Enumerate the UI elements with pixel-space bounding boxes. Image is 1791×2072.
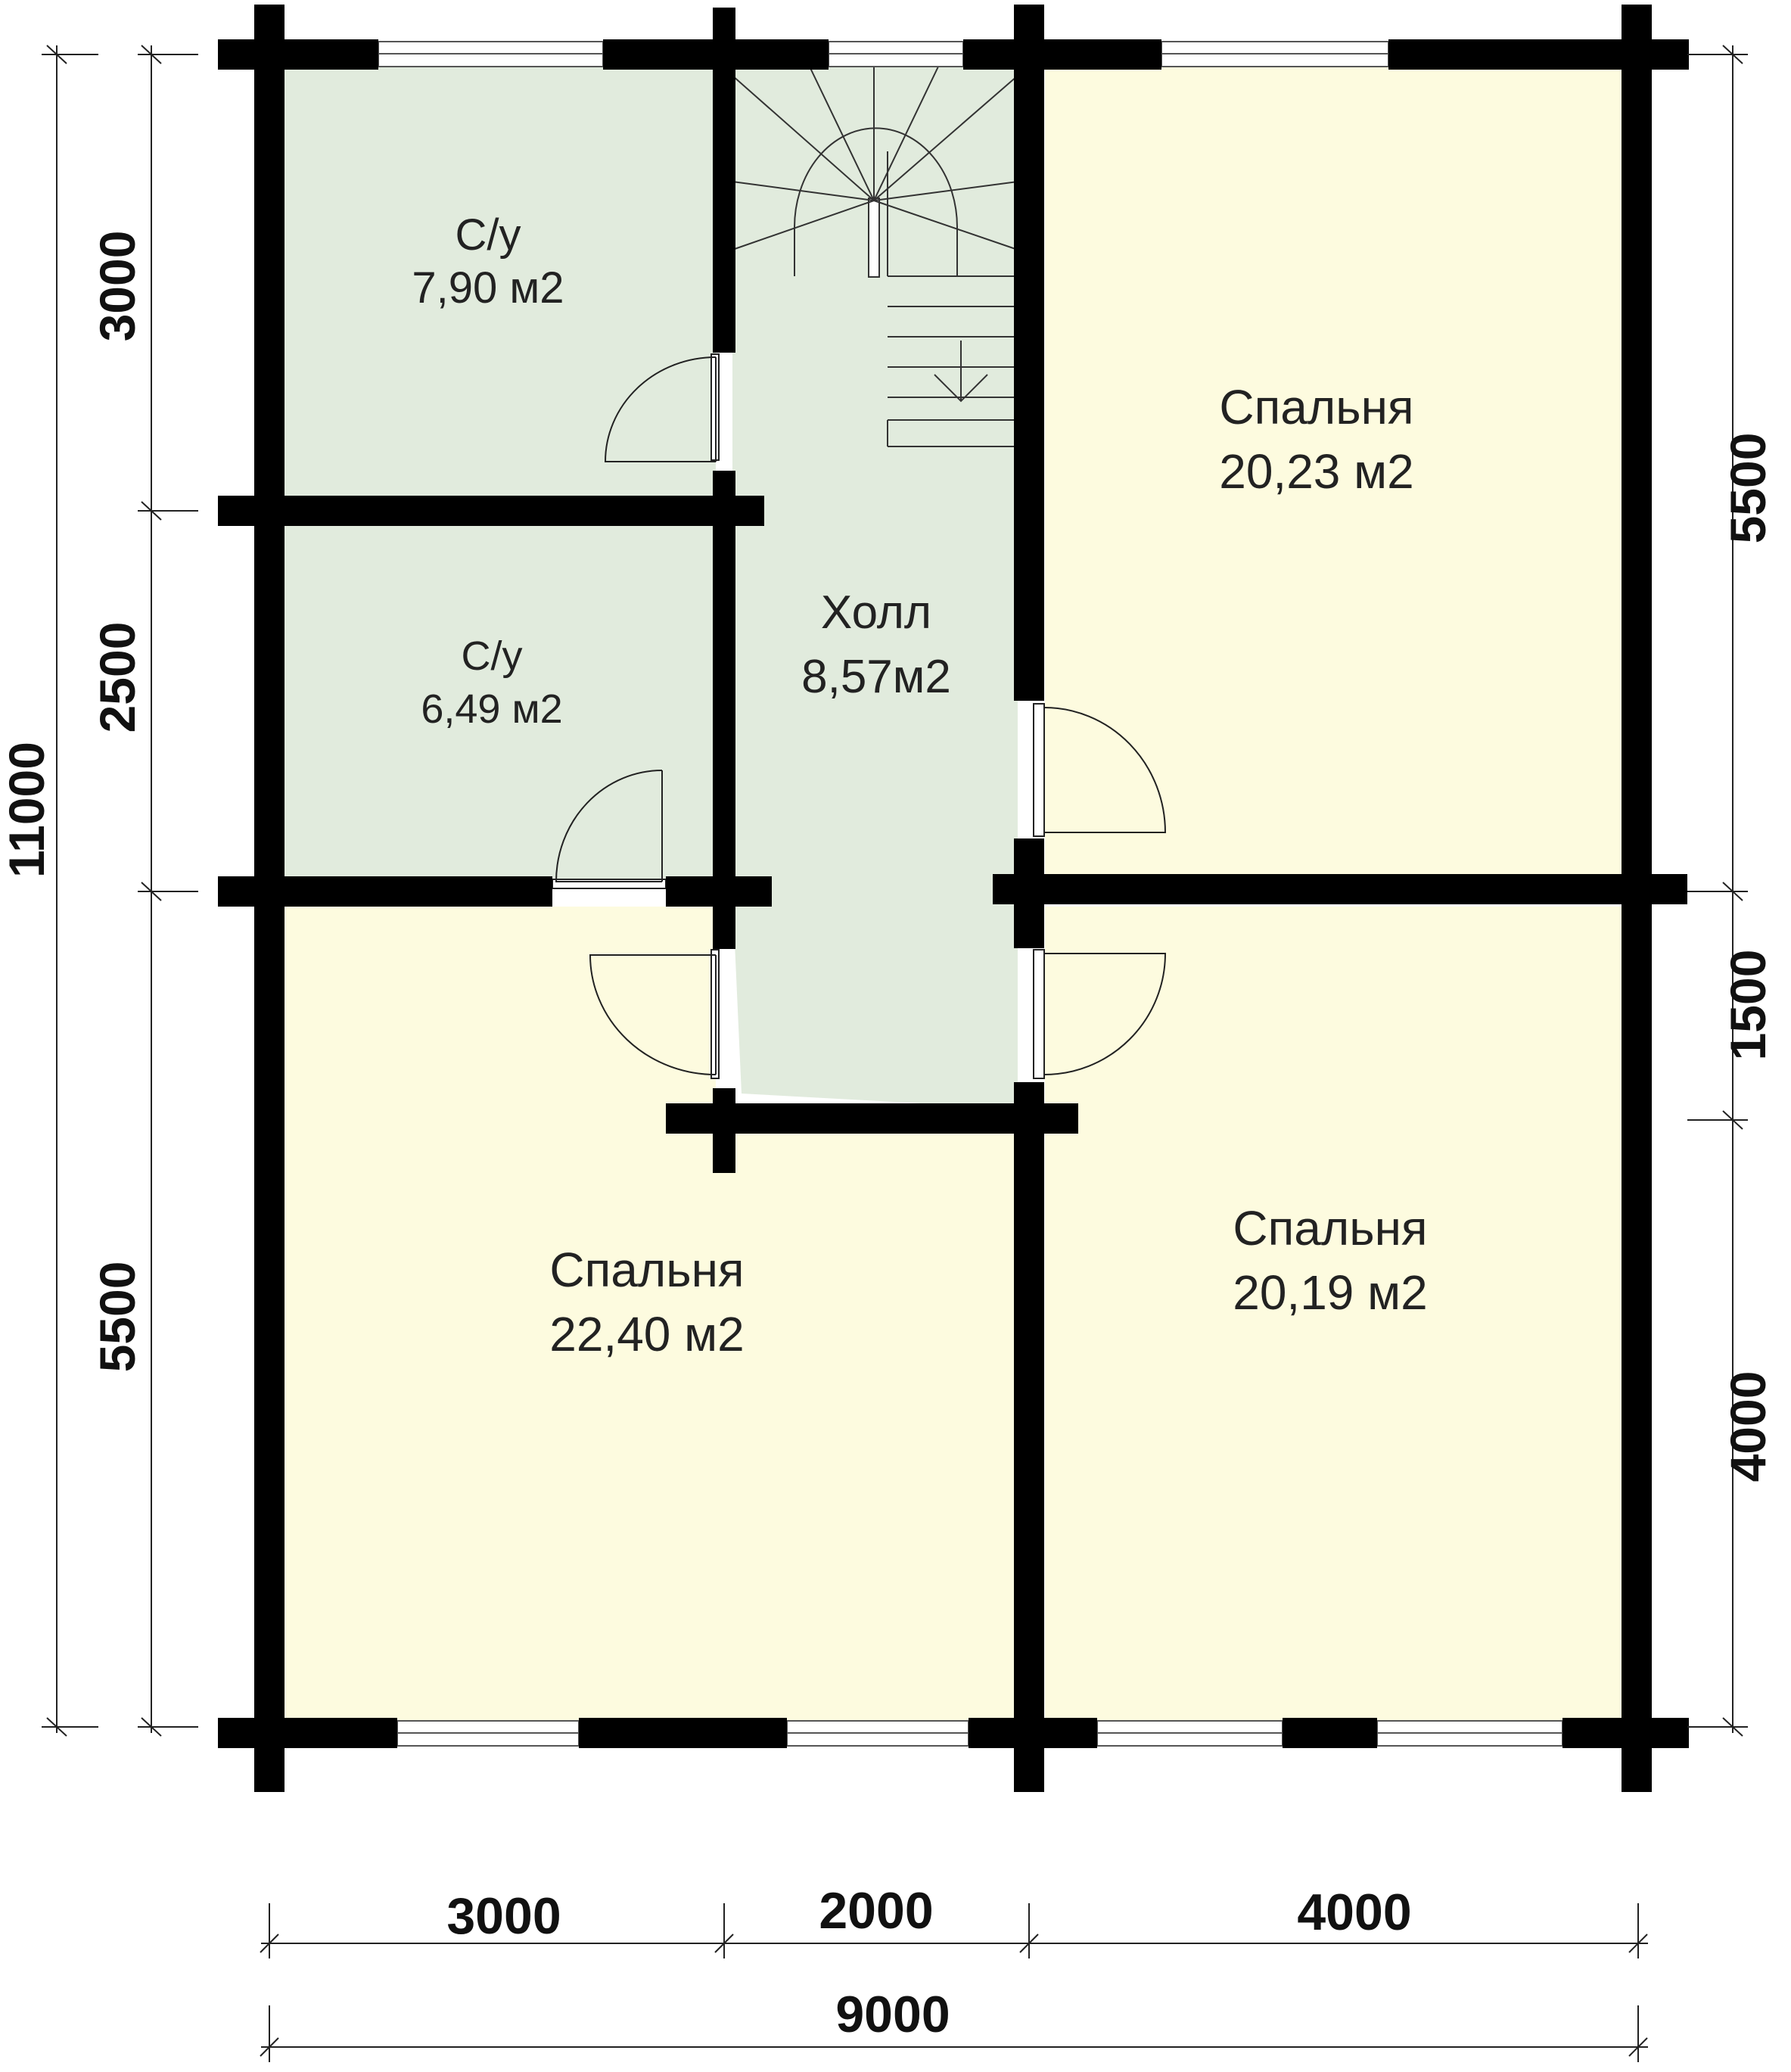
room-area-bath-2: 6,49 м2 (421, 686, 562, 732)
dim-left-mid: 2500 (89, 622, 145, 733)
room-label-bath-1: С/у (456, 210, 521, 260)
wall-bath2-bedroom-b (666, 876, 772, 907)
wall-bath-hall-mid (713, 471, 735, 894)
room-labels: С/у 7,90 м2 С/у 6,49 м2 Холл 8,57м2 Спал… (412, 210, 1427, 1361)
bedroom-ne-floor (1045, 67, 1622, 884)
wall-bath2-bedroom-a (218, 876, 552, 907)
wall-bottom-d (1283, 1718, 1377, 1748)
wall-hall-bedroom-ne (1014, 5, 1044, 701)
dimension-labels: 11000 3000 2500 5500 5500 1500 4000 3000… (0, 231, 1776, 2043)
wall-top-a (218, 39, 378, 70)
dim-left-total: 11000 (0, 742, 54, 878)
room-label-bath-2: С/у (462, 633, 523, 679)
room-label-bedroom-se: Спальня (1233, 1201, 1427, 1255)
window-bottom-1 (396, 1720, 580, 1747)
wall-hall-bedroom-se-post (1014, 1082, 1044, 1792)
door-bedroom-se[interactable] (1033, 949, 1167, 1079)
room-area-bedroom-sw: 22,40 м2 (549, 1307, 745, 1361)
room-label-hall: Холл (821, 586, 931, 639)
bath-2-floor (285, 522, 716, 884)
room-area-hall: 8,57м2 (801, 651, 951, 703)
wall-bottom-b (579, 1718, 787, 1748)
window-bottom-4 (1376, 1720, 1563, 1747)
window-top-2 (828, 41, 964, 67)
wall-top-c (963, 39, 1161, 70)
wall-bottom-a (218, 1718, 397, 1748)
window-bottom-3 (1096, 1720, 1283, 1747)
walls (218, 5, 1689, 1792)
doors (552, 353, 1167, 1079)
room-area-bedroom-ne: 20,23 м2 (1219, 444, 1414, 499)
room-fills (285, 67, 1622, 1721)
wall-bath-hall-top (713, 8, 735, 353)
dim-right-mid: 1500 (1720, 950, 1776, 1061)
window-bottom-2 (786, 1720, 969, 1747)
dim-right-top: 5500 (1720, 433, 1776, 544)
room-area-bath-1: 7,90 м2 (412, 263, 564, 313)
window-top-1 (378, 41, 604, 67)
wall-hall-bottom (666, 1103, 1078, 1134)
wall-bath-divider (218, 496, 764, 526)
bath-1-floor (285, 67, 716, 498)
staircase (732, 66, 1018, 447)
down-arrow-icon (934, 341, 988, 403)
door-bedroom-sw[interactable] (589, 949, 720, 1079)
dim-left-top: 3000 (89, 231, 145, 342)
dim-bottom-left: 3000 (446, 1887, 561, 1945)
dim-left-bottom: 5500 (89, 1262, 145, 1373)
hall-floor (732, 67, 1018, 1109)
bedroom-se-floor (1045, 907, 1622, 1721)
door-bath-1[interactable] (604, 353, 720, 462)
dimension-lines (42, 45, 1748, 2062)
room-area-bedroom-se: 20,19 м2 (1233, 1265, 1428, 1320)
door-bedroom-ne[interactable] (1033, 703, 1167, 837)
dim-bottom-mid: 2000 (819, 1882, 933, 1940)
room-label-bedroom-sw: Спальня (549, 1243, 744, 1297)
dim-bottom-total: 9000 (835, 1986, 950, 2043)
room-label-bedroom-ne: Спальня (1219, 380, 1413, 434)
window-top-3 (1161, 41, 1389, 67)
dim-bottom-right: 4000 (1297, 1884, 1411, 1941)
dim-right-bottom: 4000 (1720, 1371, 1776, 1482)
wall-bedroom-ne-se (993, 874, 1687, 904)
